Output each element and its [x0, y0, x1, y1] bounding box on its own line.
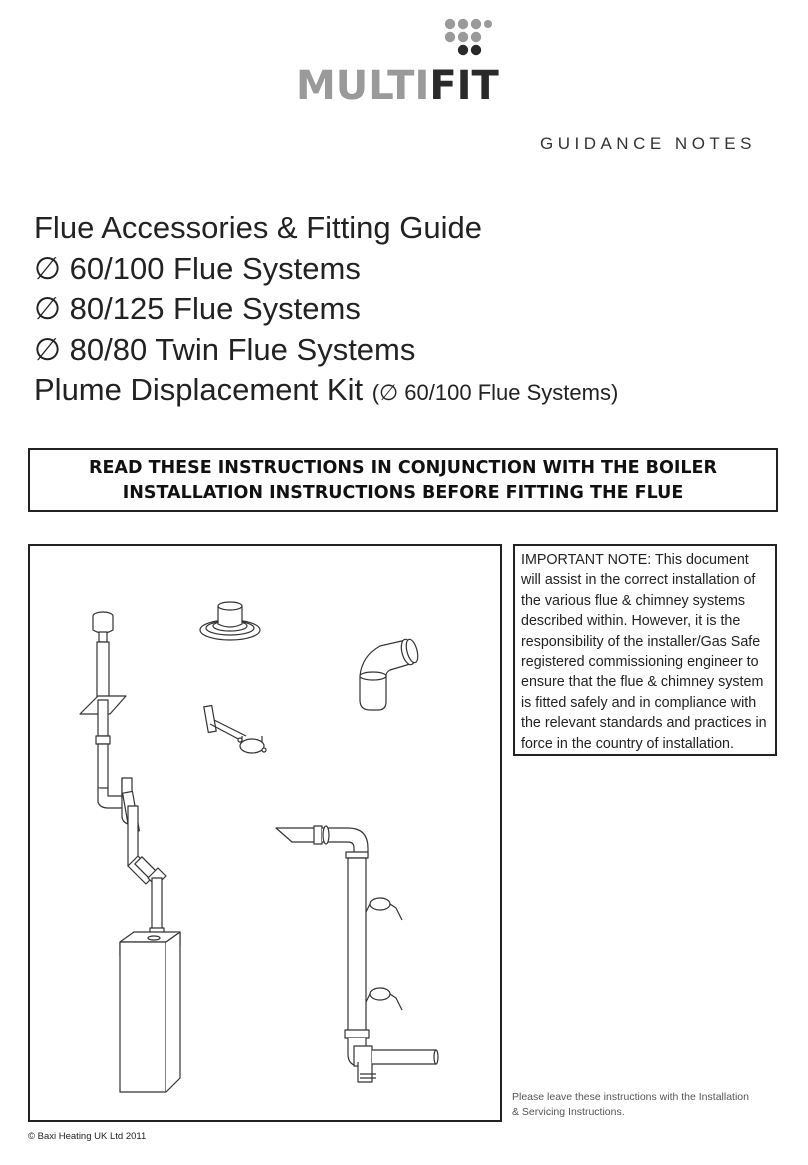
title-line-1: Flue Accessories & Fitting Guide [34, 210, 482, 245]
title-line-2: ∅ 60/100 Flue Systems [34, 250, 361, 286]
flue-components-illustration [28, 544, 502, 1122]
logo-wordmark: MULTIFIT [296, 62, 499, 110]
wall-bracket-icon [203, 704, 267, 754]
logo-dots-icon [444, 18, 492, 56]
plume-displacement-kit-icon [275, 825, 439, 1083]
flue-elbow-icon [359, 638, 419, 711]
roof-flashing-icon [199, 601, 261, 641]
title-line-3: ∅ 80/125 Flue Systems [34, 291, 361, 326]
important-note-box: IMPORTANT NOTE: This document will assis… [513, 544, 777, 756]
important-note-body: This document will assist in the correct… [521, 552, 767, 752]
title-line-5-main: Plume Displacement Kit [34, 372, 364, 407]
warning-line-1: READ THESE INSTRUCTIONS IN CONJUNCTION W… [89, 458, 717, 478]
copyright-notice: © Baxi Heating UK Ltd 2011 [28, 1131, 147, 1142]
warning-line-2: INSTALLATION INSTRUCTIONS BEFORE FITTING… [122, 483, 684, 503]
document-titles: Flue Accessories & Fitting Guide ∅ 60/10… [34, 208, 618, 414]
important-note-lead: IMPORTANT NOTE: [521, 552, 652, 568]
read-instructions-warning: READ THESE INSTRUCTIONS IN CONJUNCTION W… [28, 448, 778, 512]
vertical-flue-assembly-icon [79, 611, 181, 1093]
multifit-logo: MULTIFIT [296, 18, 508, 109]
guidance-notes-label: GUIDANCE NOTES [539, 134, 756, 153]
logo-word-multi: MULTI [296, 63, 430, 109]
title-line-5-sub: (∅ 60/100 Flue Systems) [371, 380, 619, 405]
title-line-4: ∅ 80/80 Twin Flue Systems [34, 331, 416, 367]
logo-word-fit: FIT [429, 63, 499, 109]
title-line-5: Plume Displacement Kit (∅ 60/100 Flue Sy… [34, 370, 618, 414]
leave-instructions-note: Please leave these instructions with the… [512, 1091, 749, 1118]
